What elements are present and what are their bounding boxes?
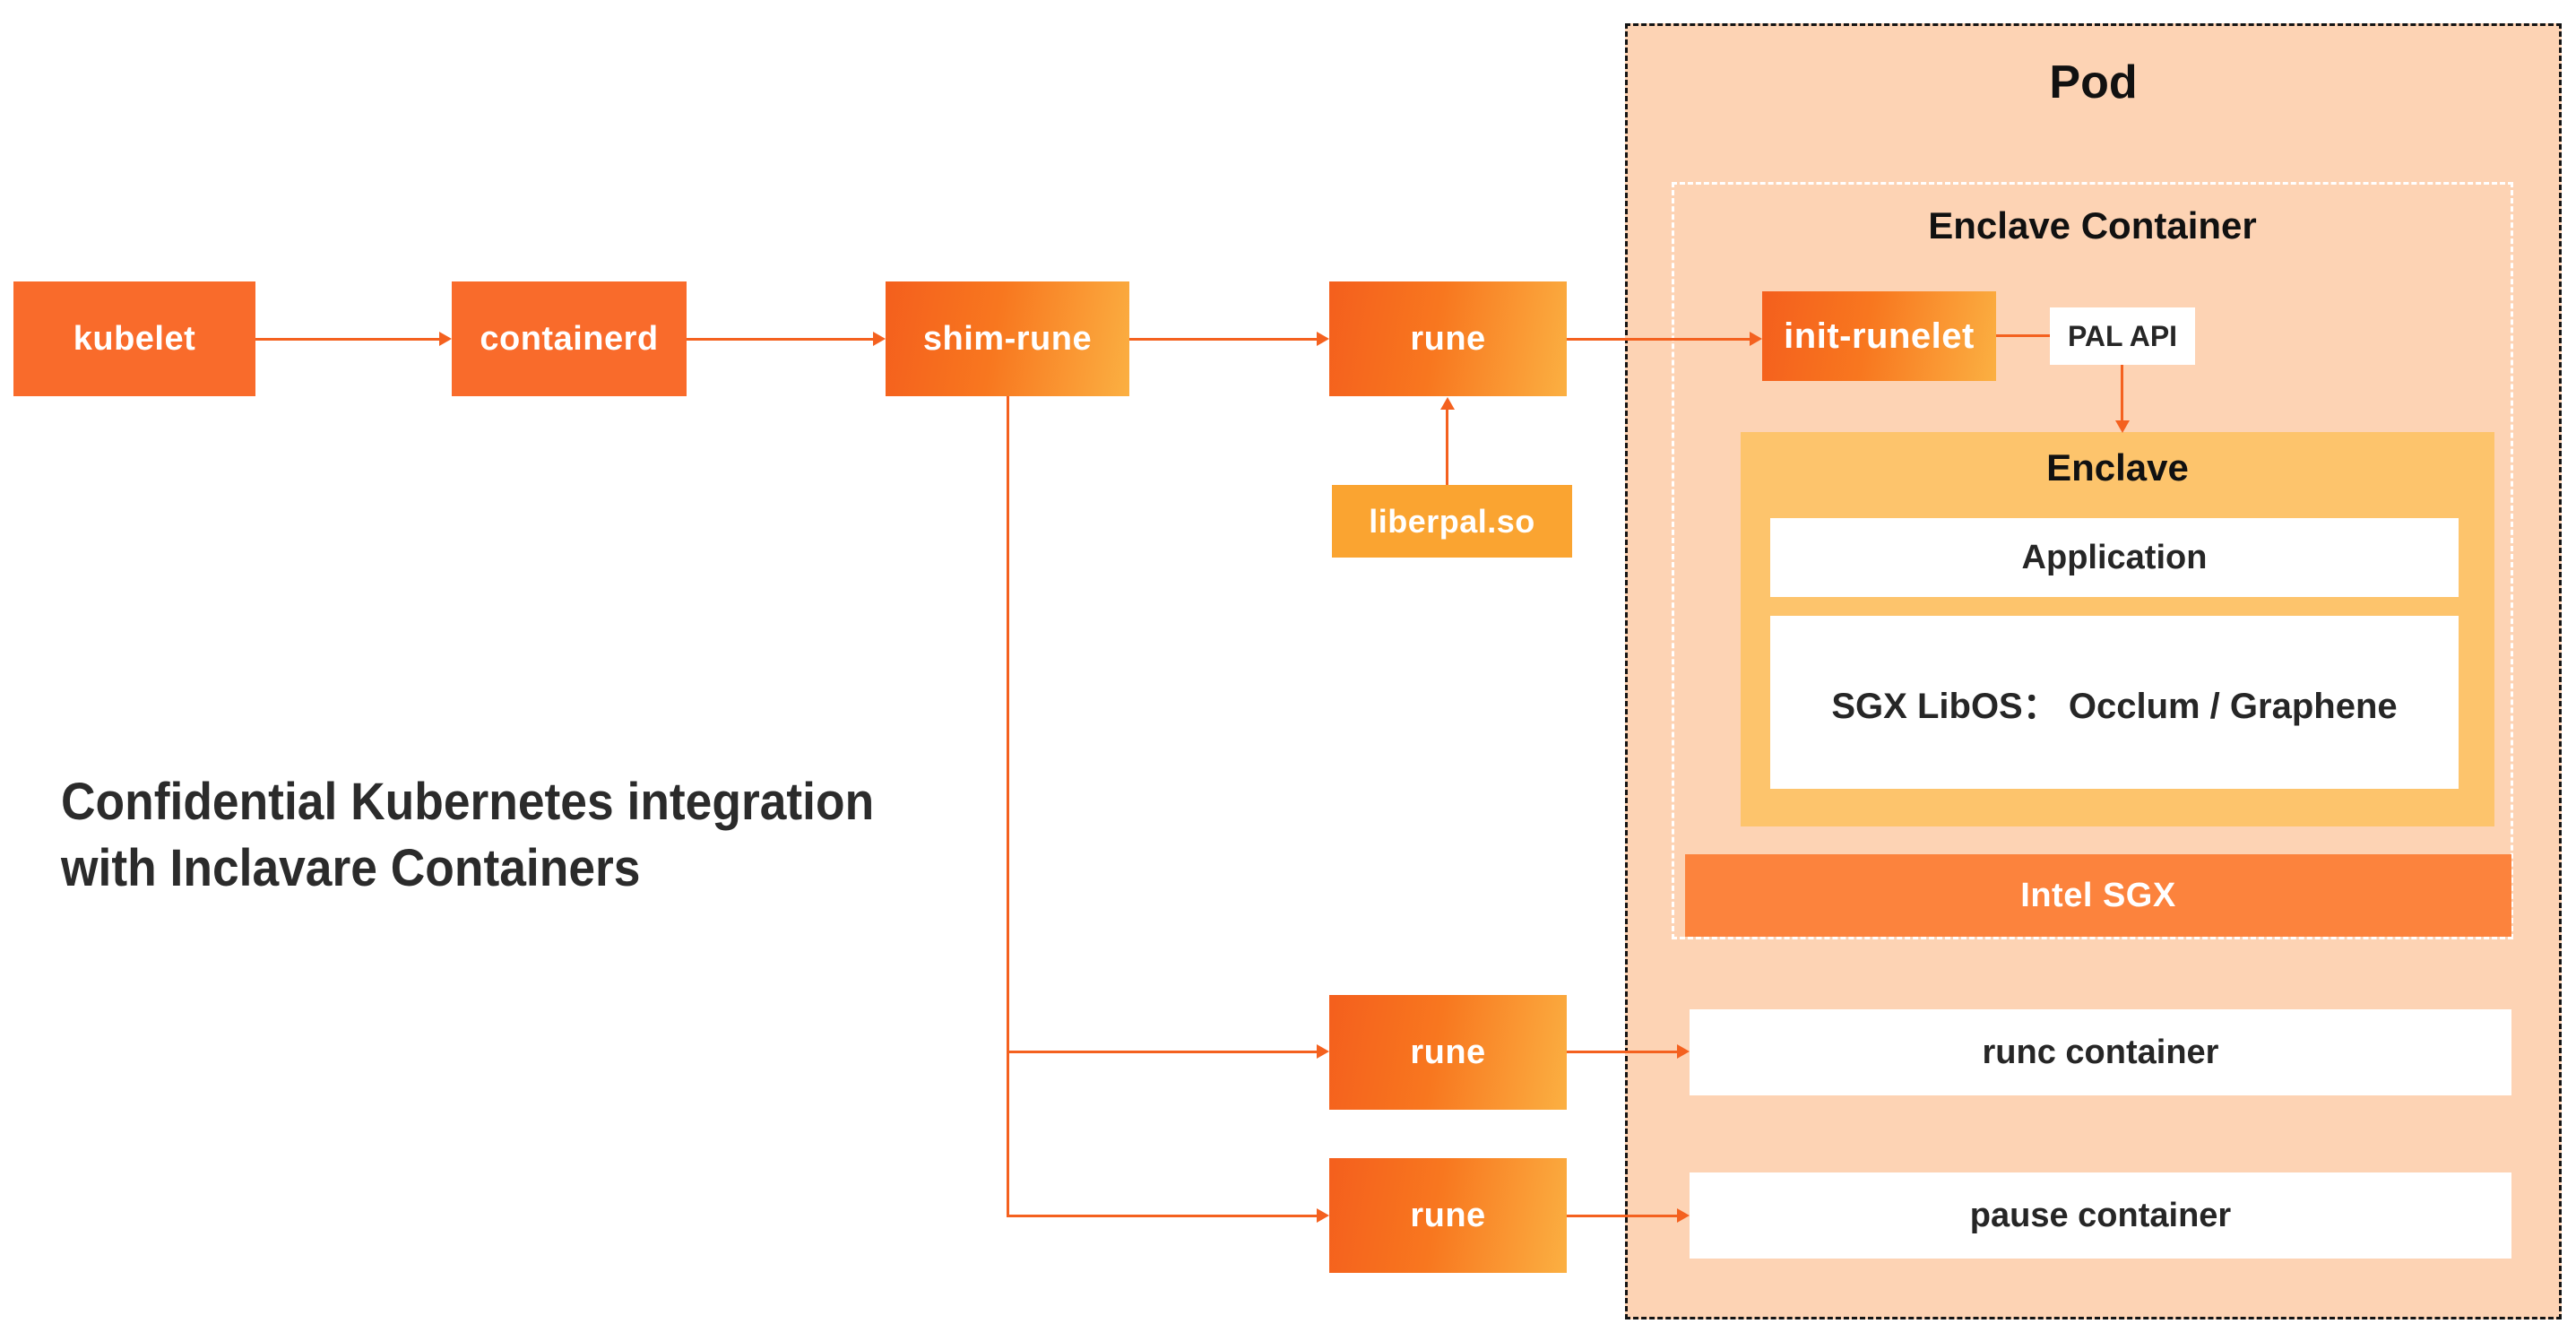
- arrow-liberpal-rune-line: [1446, 409, 1448, 489]
- arrow-runebottom-pause-head: [1677, 1208, 1690, 1223]
- kubelet-label: kubelet: [73, 319, 196, 358]
- enclave-container-region: [1672, 182, 2513, 939]
- rune-mid-label: rune: [1410, 1033, 1486, 1071]
- intel-sgx-box: Intel SGX: [1685, 854, 2511, 937]
- line-shimrune-trunk: [1007, 396, 1009, 1217]
- liberpal-label: liberpal.so: [1369, 502, 1535, 540]
- arrow-shimrune-runemid-line: [1007, 1051, 1317, 1053]
- application-box: Application: [1770, 518, 2459, 597]
- application-label: Application: [2021, 538, 2208, 576]
- arrow-rune-initrunelet-head: [1750, 332, 1762, 346]
- arrow-rune-initrunelet-line: [1567, 338, 1750, 341]
- rune-mid-box: rune: [1329, 995, 1567, 1110]
- pod-label: Pod: [2049, 56, 2138, 108]
- enclave-label: Enclave: [2046, 446, 2189, 489]
- link-initrunelet-palapi: [1996, 334, 2050, 337]
- runc-container-box: runc container: [1690, 1009, 2511, 1095]
- containerd-label: containerd: [480, 319, 659, 358]
- arrow-kubelet-containerd-line: [255, 338, 441, 341]
- rune-bottom-label: rune: [1410, 1196, 1486, 1234]
- rune-bottom-box: rune: [1329, 1158, 1567, 1273]
- arrow-palapi-enclave-head: [2115, 420, 2130, 433]
- sgx-libos-label: SGX LibOS： Occlum / Graphene: [1831, 686, 2398, 726]
- arrow-kubelet-containerd-head: [439, 332, 452, 346]
- arrow-containerd-shimrune-line: [687, 338, 873, 341]
- arrow-shimrune-runebottom-head: [1317, 1208, 1329, 1223]
- arrow-runemid-runc-line: [1567, 1051, 1677, 1053]
- pal-api-label: PAL API: [2067, 319, 2178, 352]
- rune-top-box: rune: [1329, 281, 1567, 396]
- init-runelet-box: init-runelet: [1762, 291, 1996, 381]
- arrow-shimrune-rune-line: [1129, 338, 1317, 341]
- shim-rune-box: shim-rune: [886, 281, 1129, 396]
- rune-top-label: rune: [1410, 319, 1486, 358]
- enclave-container-label: Enclave Container: [1928, 204, 2257, 247]
- sgx-libos-box: SGX LibOS： Occlum / Graphene: [1770, 616, 2459, 789]
- diagram-title: Confidential Kubernetes integration with…: [61, 769, 874, 902]
- containerd-box: containerd: [452, 281, 687, 396]
- arrow-runebottom-pause-line: [1567, 1215, 1677, 1217]
- arrow-shimrune-runebottom-line: [1007, 1215, 1317, 1217]
- arrow-containerd-shimrune-head: [873, 332, 886, 346]
- init-runelet-label: init-runelet: [1784, 316, 1975, 356]
- arrow-liberpal-rune-head: [1440, 397, 1455, 410]
- diagram-title-line2: with Inclavare Containers: [61, 839, 641, 897]
- liberpal-box: liberpal.so: [1332, 485, 1572, 558]
- intel-sgx-label: Intel SGX: [2020, 876, 2176, 914]
- runc-container-label: runc container: [1982, 1033, 2219, 1071]
- pal-api-box: PAL API: [2050, 307, 2195, 365]
- kubelet-box: kubelet: [13, 281, 255, 396]
- arrow-palapi-enclave-line: [2121, 365, 2123, 420]
- arrow-shimrune-rune-head: [1317, 332, 1329, 346]
- arrow-runemid-runc-head: [1677, 1044, 1690, 1059]
- shim-rune-label: shim-rune: [922, 319, 1093, 358]
- pause-container-label: pause container: [1969, 1196, 2232, 1234]
- pause-container-box: pause container: [1690, 1172, 2511, 1259]
- diagram-title-line1: Confidential Kubernetes integration: [61, 773, 875, 831]
- arrow-shimrune-runemid-head: [1317, 1044, 1329, 1059]
